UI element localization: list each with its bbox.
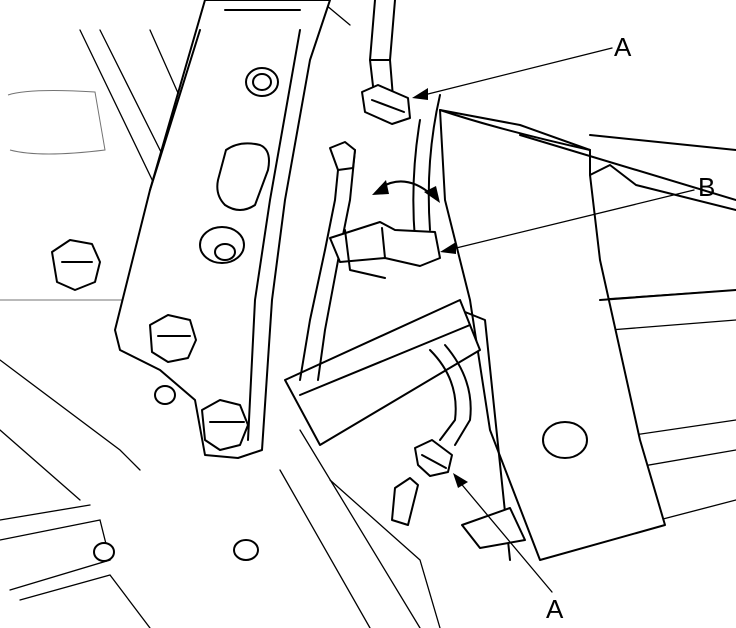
clip-b [329, 221, 441, 279]
small-hole [233, 539, 259, 561]
leader-line-a-top [419, 47, 613, 97]
small-hole [93, 542, 115, 562]
leader-line-a-bottom [457, 479, 553, 593]
arrowhead [412, 88, 428, 100]
clip-a-top [361, 84, 411, 125]
callout-b: B [698, 172, 715, 202]
arrowhead [453, 473, 468, 488]
pipe-end-lower [391, 477, 419, 526]
bolts [51, 239, 259, 562]
leader-line-b [447, 189, 695, 251]
brake-hose-strap [284, 299, 481, 446]
strut-body [439, 109, 736, 561]
callout-a-top: A [614, 32, 632, 62]
pipe-end-upper [329, 141, 356, 171]
strut-hole [542, 421, 588, 459]
hoses [299, 0, 472, 526]
rotation-arrow-icon [372, 180, 440, 203]
arrowhead [440, 242, 456, 254]
bolt-arm-middle [149, 314, 197, 363]
clip-a-bottom [414, 439, 453, 477]
bolt-arm-lower [201, 399, 249, 451]
bracket-tab [461, 507, 526, 549]
bolt-left [51, 239, 101, 291]
arm-slot [216, 142, 270, 211]
leader-lines [412, 47, 695, 593]
small-hole [154, 385, 176, 405]
clips [329, 84, 453, 477]
callout-a-bottom: A [546, 594, 564, 624]
arm-hole-top [245, 67, 279, 97]
